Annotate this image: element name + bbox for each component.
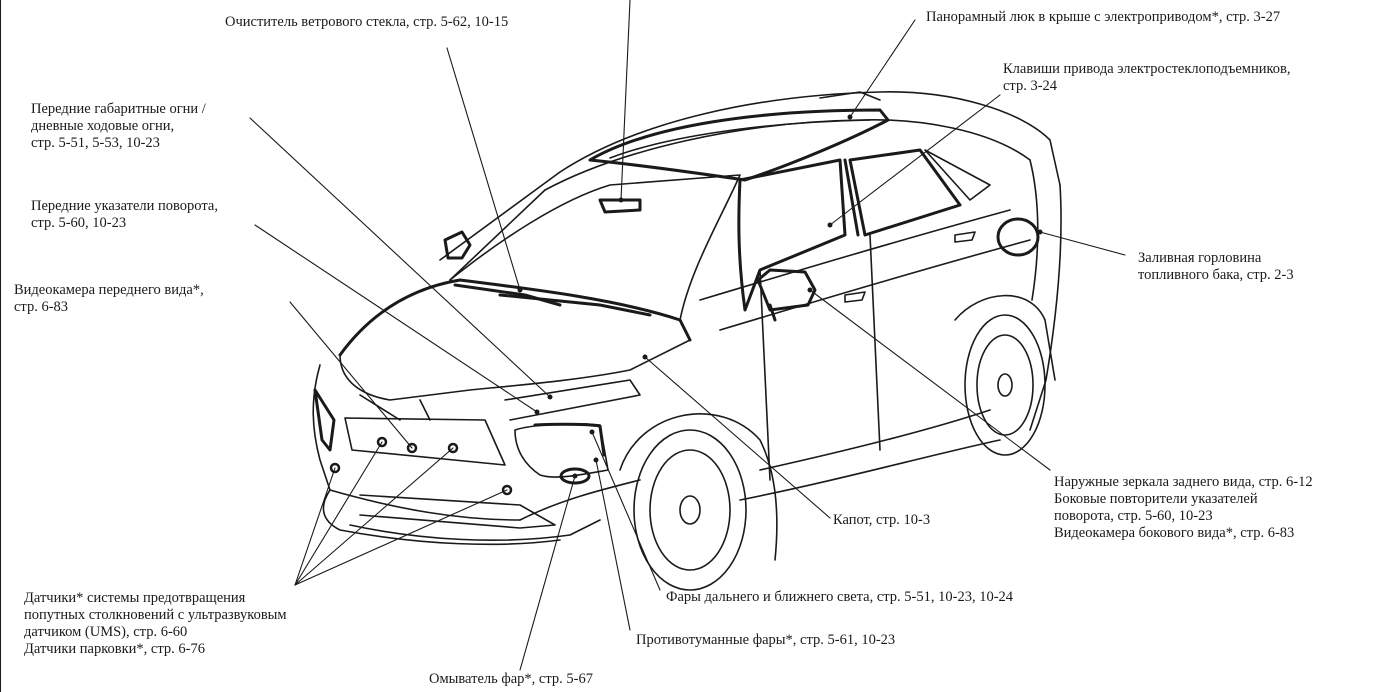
glass-and-roof (449, 91, 1040, 481)
label-front-camera: Видеокамера переднего вида*, стр. 6-83 (14, 282, 204, 315)
label-fog-lights: Противотуманные фары*, стр. 5-61, 10-23 (636, 632, 896, 648)
label-headlamp-washer: Омыватель фар*, стр. 5-67 (429, 671, 593, 687)
label-power-windows: Клавиши привода электростеклоподъемников… (1003, 61, 1291, 94)
label-mirrors: Наружные зеркала заднего вида, стр. 6-12… (1054, 474, 1313, 541)
label-hood: Капот, стр. 10-3 (833, 512, 931, 528)
leader-dots (517, 114, 1043, 479)
label-front-turn-signals: Передние указатели поворота, стр. 5-60, … (31, 198, 218, 231)
label-headlights: Фары дальнего и ближнего света, стр. 5-5… (666, 589, 1014, 605)
car-body (312, 91, 1062, 591)
label-front-position-lights: Передние габаритные огни / дневные ходов… (31, 101, 206, 151)
label-sunroof: Панорамный люк в крыше с электроприводом… (926, 9, 1281, 25)
sensors (329, 436, 513, 496)
label-windshield-wiper: Очиститель ветрового стекла, стр. 5-62, … (225, 14, 509, 30)
label-fuel-filler: Заливная горловина топливного бака, стр.… (1138, 250, 1294, 283)
label-sensors: Датчики* системы предотвращения попутных… (24, 590, 287, 657)
mirrors (443, 230, 817, 322)
leader-lines (249, 0, 1126, 671)
wipers (453, 283, 652, 317)
